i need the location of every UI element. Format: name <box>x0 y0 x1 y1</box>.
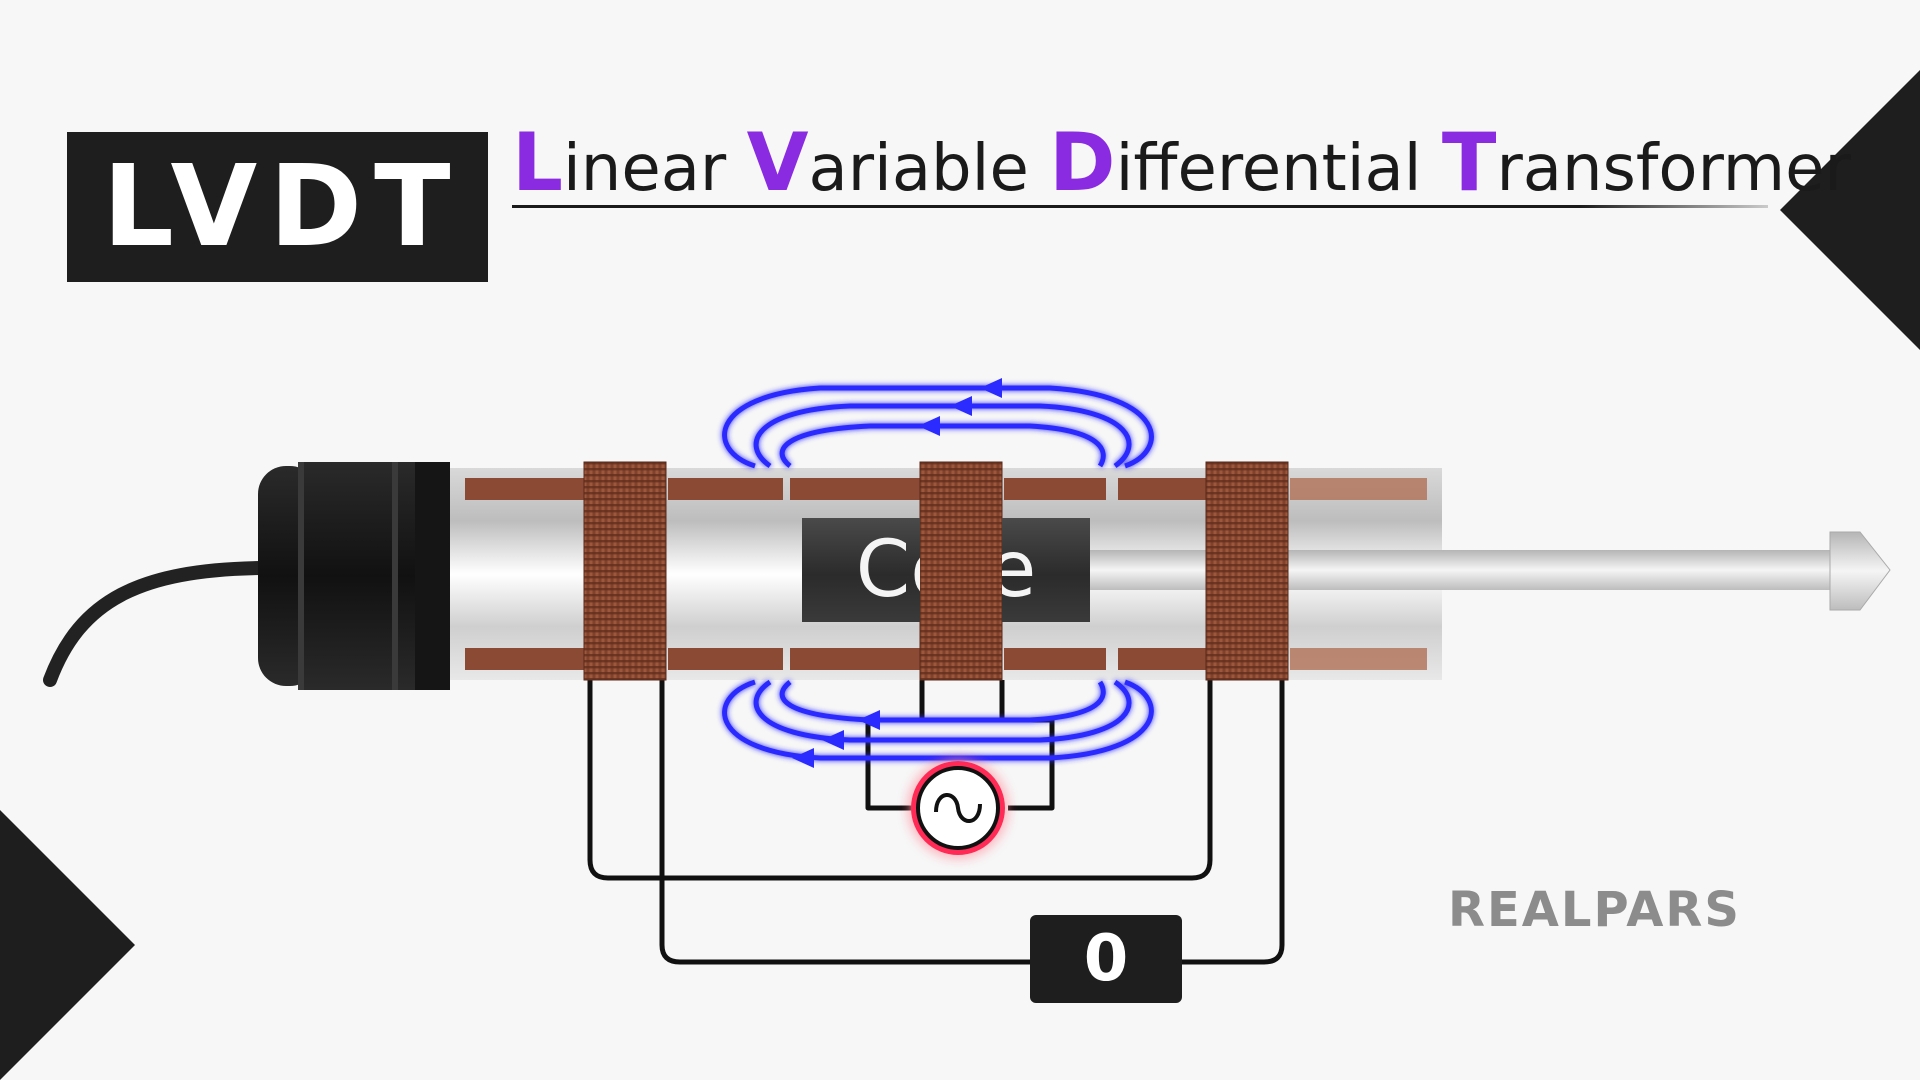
subtitle-word-4: ransformer <box>1496 132 1851 206</box>
plunger-rod <box>1080 550 1840 590</box>
realpars-logo: REALPARS <box>1448 882 1741 936</box>
subtitle-initial-3: D <box>1049 116 1116 209</box>
corner-triangle-bottom-left <box>0 810 135 1080</box>
field-arrows-bottom <box>792 710 880 768</box>
subtitle: Linear Variable Differential Transformer <box>512 116 1851 209</box>
field-lines-top <box>722 385 1154 469</box>
connector-cap <box>258 462 450 690</box>
primary-coil-overlay <box>920 462 1002 680</box>
corner-triangle-top-right <box>1780 70 1920 350</box>
copper-strips <box>465 478 1427 670</box>
subtitle-underline <box>512 205 1768 208</box>
subtitle-initial-2: V <box>746 116 809 209</box>
secondary-coil-1 <box>583 461 667 681</box>
ac-source <box>911 761 1005 855</box>
plunger-tip <box>1829 531 1891 611</box>
title-badge-text: LVDT <box>102 142 463 272</box>
subtitle-word-1: inear <box>562 132 727 206</box>
wiring <box>587 680 1285 965</box>
voltage-readout: 0 <box>1030 915 1182 1003</box>
field-lines-bottom <box>722 679 1154 761</box>
signal-cable <box>43 561 267 687</box>
title-badge: LVDT <box>67 132 488 282</box>
field-arrows-top <box>918 378 1002 436</box>
secondary-coil-2 <box>1205 461 1289 681</box>
subtitle-word-2: ariable <box>808 132 1029 206</box>
subtitle-initial-4: T <box>1441 116 1497 209</box>
subtitle-initial-1: L <box>512 116 563 209</box>
logo-text: REALPARS <box>1448 882 1741 936</box>
readout-value: 0 <box>1083 922 1129 996</box>
subtitle-word-3: ifferential <box>1115 132 1422 206</box>
